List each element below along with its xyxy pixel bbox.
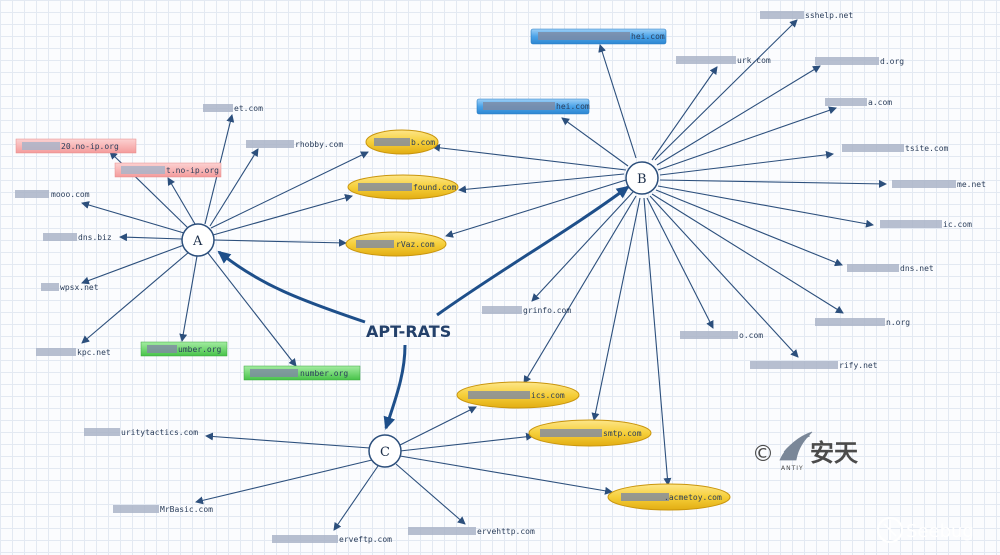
node-b8-label: me.net	[957, 180, 986, 189]
node-b11[interactable]: n.org	[815, 318, 910, 327]
node-a2[interactable]: rhobby.com	[246, 140, 343, 149]
node-a8-label: kpc.net	[77, 348, 111, 357]
node-a9[interactable]: umber.org	[140, 341, 228, 357]
node-y3-label: .acmetoy.com	[664, 493, 722, 502]
node-m1-label: b.com	[411, 138, 435, 147]
node-b3-label: urk.com	[737, 56, 771, 65]
node-m3[interactable]: rVaz.com	[345, 231, 447, 257]
node-b9-label: ic.com	[943, 220, 972, 229]
node-a1-label: et.com	[234, 104, 263, 113]
node-c2-label: MrBasic.com	[160, 505, 213, 514]
node-m2[interactable]: found.com	[347, 174, 459, 200]
node-b1[interactable]: sshelp.net	[760, 11, 853, 20]
seebug-label: Seebug	[906, 521, 974, 542]
node-b2-label: hei.com	[631, 32, 665, 41]
node-b13-label: o.com	[739, 331, 763, 340]
node-b5[interactable]: hei.com	[476, 98, 590, 115]
node-c2[interactable]: MrBasic.com	[113, 505, 213, 514]
hub-b-label: B	[637, 172, 647, 187]
node-b6[interactable]: a.com	[825, 98, 892, 107]
apt-rats-title: APT-RATS	[366, 322, 451, 341]
node-c4-label: ervehttp.com	[477, 527, 535, 536]
seebug-watermark: Seebug	[877, 517, 974, 543]
node-b2[interactable]: hei.com	[530, 28, 667, 45]
node-b9[interactable]: ic.com	[880, 220, 972, 229]
node-a10[interactable]: number.org	[243, 365, 361, 381]
node-a4-label: t.no-ip.org	[166, 166, 219, 175]
node-m2-label: found.com	[413, 183, 457, 192]
node-c4[interactable]: ervehttp.com	[408, 527, 535, 536]
hub-b[interactable]: B	[625, 161, 659, 195]
node-a8[interactable]: kpc.net	[36, 348, 111, 357]
node-a2-label: rhobby.com	[295, 140, 343, 149]
edges-hub-b	[432, 19, 887, 486]
node-c3-label: erveftp.com	[339, 535, 392, 544]
node-a7-label: wpsx.net	[60, 283, 99, 292]
node-b7-label: tsite.com	[905, 144, 949, 153]
node-b4[interactable]: d.org	[815, 57, 904, 66]
node-y2[interactable]: smtp.com	[528, 419, 652, 447]
copyright-symbol: ©	[752, 442, 774, 467]
node-a1[interactable]: et.com	[203, 104, 263, 113]
node-y2-label: smtp.com	[603, 429, 642, 438]
node-y3[interactable]: .acmetoy.com	[607, 483, 731, 511]
node-m1[interactable]: b.com	[365, 129, 439, 155]
node-y1[interactable]: ics.com	[456, 381, 580, 409]
node-b13[interactable]: o.com	[680, 331, 763, 340]
node-c3[interactable]: erveftp.com	[272, 535, 392, 544]
node-m3-label: rVaz.com	[396, 240, 435, 249]
hub-c-label: C	[380, 445, 390, 460]
antiy-cn-label: 安天	[810, 439, 858, 467]
seebug-bug-icon	[877, 517, 903, 543]
node-a10-label: number.org	[300, 369, 348, 378]
hub-c[interactable]: C	[368, 434, 402, 468]
hub-a[interactable]: A	[181, 223, 215, 257]
node-a6-label: dns.biz	[78, 233, 112, 242]
node-b3[interactable]: urk.com	[676, 56, 771, 65]
node-b12[interactable]: rify.net	[750, 361, 878, 370]
node-b10[interactable]: dns.net	[847, 264, 934, 273]
hub-a-label: A	[192, 234, 203, 249]
node-a3[interactable]: 20.no-ip.org	[15, 138, 137, 154]
node-a6[interactable]: dns.biz	[43, 233, 112, 242]
node-b10-label: dns.net	[900, 264, 934, 273]
node-b5-label: hei.com	[556, 102, 590, 111]
node-b7[interactable]: tsite.com	[842, 144, 949, 153]
node-b6-label: a.com	[868, 98, 892, 107]
node-a5-label: mooo.com	[51, 190, 90, 199]
node-a5[interactable]: mooo.com	[15, 190, 90, 199]
node-a7[interactable]: wpsx.net	[41, 283, 99, 292]
node-c1[interactable]: uritytactics.com	[84, 428, 198, 437]
node-a4[interactable]: t.no-ip.org	[114, 162, 222, 178]
edges-hub-c	[195, 406, 613, 531]
node-c1-label: uritytactics.com	[121, 428, 198, 437]
node-y1-label: ics.com	[531, 391, 565, 400]
node-b4-label: d.org	[880, 57, 904, 66]
node-b14-label: grinfo.com	[523, 306, 571, 315]
main-arrows	[217, 185, 630, 430]
node-b14[interactable]: grinfo.com	[482, 306, 571, 315]
node-a3-label: 20.no-ip.org	[61, 142, 119, 151]
node-b12-label: rify.net	[839, 361, 878, 370]
antiy-en-label: ANTIY	[781, 465, 804, 472]
antiy-logo: © ANTIY 安天	[752, 431, 858, 472]
node-b11-label: n.org	[886, 318, 910, 327]
antiy-wing-icon	[779, 431, 813, 461]
edges-hub-a	[81, 114, 369, 367]
node-b8[interactable]: me.net	[892, 180, 986, 189]
node-b1-label: sshelp.net	[805, 11, 853, 20]
node-a9-label: umber.org	[178, 345, 222, 354]
